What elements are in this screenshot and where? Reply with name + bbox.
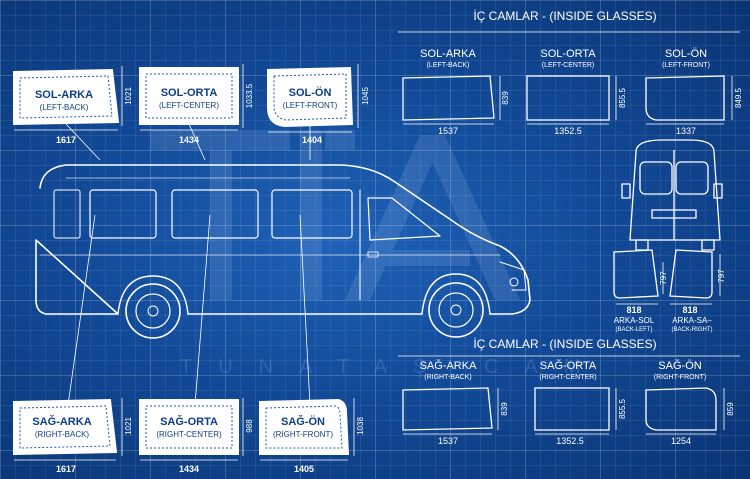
watermark-logo [150,130,520,300]
van-rear-view [621,139,723,251]
back-right-sub: (BACK-RIGHT) [672,327,713,333]
inside-right-front-height: 859 [726,402,735,416]
outer-right-glasses: SAĞ-ARKA (RIGHT-BACK) 1021 1617 SAĞ-ORTA… [13,398,365,474]
rear-wheel [125,283,181,339]
outer-right-front-height: 1038 [356,417,365,435]
inside-right-front-width: 1254 [671,436,691,446]
inside-glasses-top: İÇ CAMLAR - (INSIDE GLASSES) SOL-ARKA (L… [398,9,743,136]
back-left-width: 818 [626,305,641,315]
front-wheel [428,282,484,338]
inside-left-back-pane [402,75,495,121]
rear-wheel-arch [117,275,189,315]
card-name: SAĞ-ÖN [281,415,325,428]
inside-right-front-pane [645,387,717,431]
inside-left-back-height: 839 [501,91,510,105]
inside-right-center-width: 1352.5 [556,436,584,446]
outer-left-glasses: SOL-ARKA (LEFT-BACK) 1021 1617 SOL-ORTA … [13,64,370,145]
inside-left-center-width: 1352.5 [554,126,582,136]
outer-left-center-height: 1033.5 [245,83,254,108]
outer-right-back-width: 1617 [56,464,76,474]
inside-right-center-pane [534,387,610,431]
back-left-height: 797 [659,271,668,285]
inside-left-center-pane [526,75,610,121]
back-left-name: ARKA-SOL [614,316,655,325]
inside-bottom-title: İÇ CAMLAR - (INSIDE GLASSES) [473,337,656,351]
inside-top-name-1: SOL-ORTA [540,48,596,60]
card-name: SAĞ-ARKA [32,415,91,428]
front-wheel-arch [421,273,491,315]
outer-right-back-height: 1021 [124,417,133,435]
card-name: SAĞ-ORTA [160,415,218,428]
inside-bottom-name-0: SAĞ-ARKA [420,359,478,372]
back-right-glass [669,249,713,299]
back-left-glass [613,249,659,299]
inside-bottom-sub-2: (RIGHT-FRONT) [654,374,707,381]
van-cab-window [367,197,441,241]
inside-bottom-name-2: SAĞ-ÖN [658,359,701,372]
outer-left-front-width: 1404 [302,135,322,145]
card-name: SOL-ARKA [35,89,93,101]
inside-glasses-bottom: İÇ CAMLAR - (INSIDE GLASSES) SAĞ-ARKA (R… [398,337,740,446]
outer-left-back-height: 1021 [124,87,133,105]
van-window-rear [89,189,157,239]
inside-top-sub-2: (LEFT-FRONT) [662,62,710,69]
inside-left-back-width: 1537 [438,126,458,136]
inside-right-back-pane [402,387,493,431]
inside-left-front-pane [645,75,725,121]
card-sub: (RIGHT-FRONT) [273,430,333,439]
outer-right-center-width: 1434 [179,464,199,474]
outer-left-center-width: 1434 [179,135,199,145]
outer-right-front-width: 1405 [294,464,314,474]
inside-bottom-name-1: SAĞ-ORTA [540,359,597,372]
watermark-text: TUNATAŞ CAM [180,356,606,378]
back-left-sub: (BACK-LEFT) [615,327,652,333]
inside-top-title: İÇ CAMLAR - (INSIDE GLASSES) [473,9,656,23]
inside-left-center-height: 855.5 [618,87,627,108]
outer-card-left-front: SOL-ÖN (LEFT-FRONT) [267,66,354,128]
outer-card-left-center: SOL-ORTA (LEFT-CENTER) [139,67,239,125]
van-window-middle [171,189,259,239]
van-window-front [271,189,353,239]
card-sub: (LEFT-BACK) [40,103,89,112]
inside-left-front-width: 1337 [676,126,696,136]
card-sub: (RIGHT-CENTER) [156,430,222,439]
inside-bottom-sub-1: (RIGHT-CENTER) [539,374,596,381]
outer-left-back-width: 1617 [56,135,76,145]
inside-top-name-2: SOL-ÖN [665,48,707,60]
outer-card-right-front: SAĞ-ÖN (RIGHT-FRONT) [259,398,350,455]
inside-top-name-0: SOL-ARKA [420,48,476,60]
leader-lines [65,123,311,406]
inside-top-sub-1: (LEFT-CENTER) [542,62,595,69]
inside-right-back-height: 839 [500,402,509,416]
card-name: SOL-ÖN [289,86,332,99]
back-right-height: 797 [717,269,726,283]
card-name: SOL-ORTA [161,87,218,99]
outer-left-front-height: 1045 [361,87,370,105]
outer-card-right-back: SAĞ-ARKA (RIGHT-BACK) [13,398,118,456]
outer-right-center-height: 988 [245,419,254,433]
inside-top-sub-0: (LEFT-BACK) [427,62,470,69]
outer-card-right-center: SAĞ-ORTA (RIGHT-CENTER) [139,399,239,455]
outer-card-left-back: SOL-ARKA (LEFT-BACK) [13,68,120,126]
inside-left-front-height: 849.5 [734,87,743,108]
card-sub: (RIGHT-BACK) [35,430,90,439]
back-right-width: 818 [682,305,697,315]
back-right-name: ARKA-SA– [672,316,712,325]
card-sub: (LEFT-FRONT) [283,101,338,110]
back-glasses: 797 797 818 818 ARKA-SOL ARKA-SA– (BACK-… [613,249,726,333]
inside-right-back-width: 1537 [438,436,458,446]
inside-right-center-height: 855.5 [618,398,627,419]
inside-bottom-sub-0: (RIGHT-BACK) [424,374,471,381]
card-sub: (LEFT-CENTER) [159,101,219,110]
